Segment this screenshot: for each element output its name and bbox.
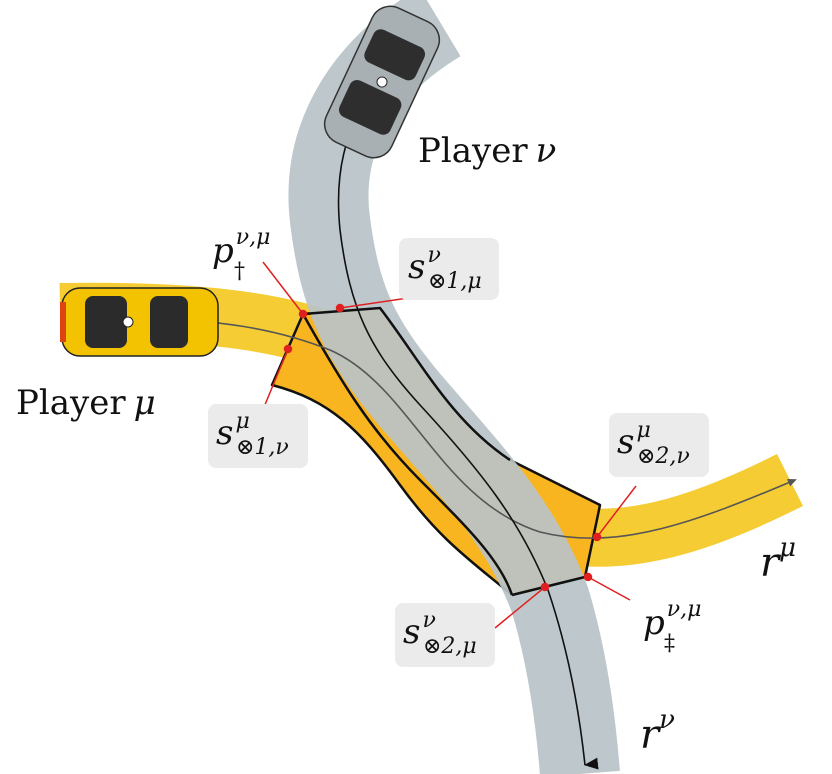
marker-s-mu-2: [592, 532, 602, 542]
marker-s-mu-1: [283, 344, 293, 354]
markers: [261, 261, 637, 629]
reference-line-nu: [337, 69, 599, 770]
label-s-nu-1: sν⊗1,μ: [408, 243, 482, 294]
marker-p-ddagger: [583, 572, 593, 582]
label-box-s-mu-1: [208, 404, 308, 468]
label-s-nu-2: sν⊗2,μ: [403, 608, 477, 659]
label-box-s-nu-1: [399, 238, 499, 300]
marker-s-nu-1: [335, 303, 345, 313]
label-box-s-mu-2: [609, 413, 709, 477]
label-box-s-nu-2: [395, 603, 495, 667]
label-p-ddagger: pν,μ‡: [643, 597, 701, 656]
taxi-car-icon: [60, 287, 219, 357]
label-p-dagger: pν,μ†: [212, 225, 270, 284]
label-s-mu-2: sμ⊗2,ν: [617, 418, 690, 469]
marker-p-dagger: [298, 309, 308, 319]
route-nu-label: rν: [640, 705, 675, 758]
label-s-mu-1: sμ⊗1,ν: [216, 409, 289, 460]
route-mu-label: rμ: [760, 533, 796, 586]
marker-s-nu-2: [540, 582, 550, 592]
reference-line-mu: [119, 317, 797, 539]
grey-car-icon: [323, 5, 441, 159]
